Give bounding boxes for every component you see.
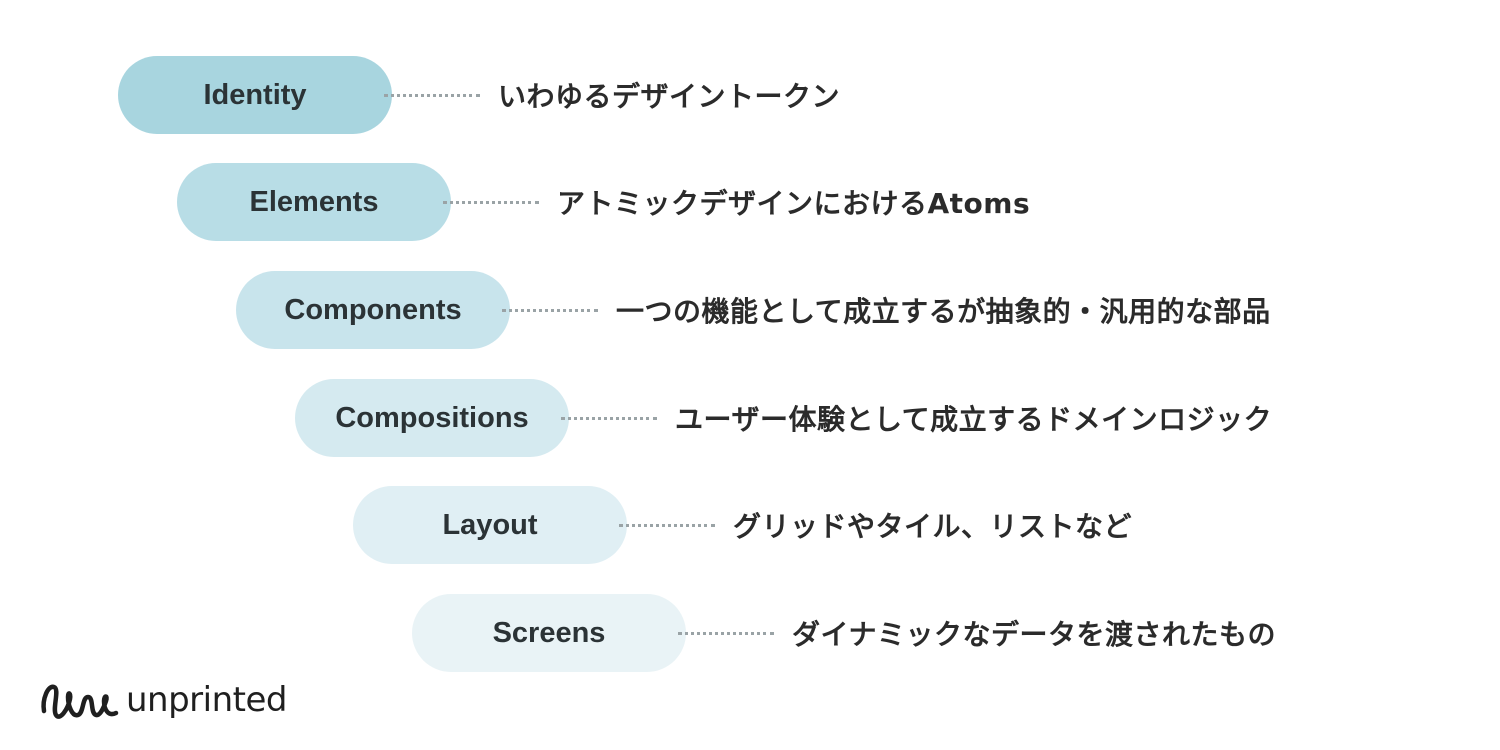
- dotted-connector: [619, 523, 715, 527]
- layer-pill-compositions: Compositions: [295, 379, 569, 457]
- unprinted-script-icon: [41, 684, 119, 719]
- layer-row-components: Components 一つの機能として成立するが抽象的・汎用的な部品: [236, 271, 1271, 349]
- layer-label-identity: Identity: [203, 78, 307, 111]
- layer-label-layout: Layout: [442, 508, 538, 541]
- dotted-connector: [561, 416, 657, 420]
- unprinted-logo: unprinted: [38, 672, 287, 728]
- layer-description-elements: アトミックデザインにおけるAtoms: [557, 187, 1031, 220]
- layer-pill-screens: Screens: [412, 594, 686, 672]
- layer-row-elements: Elements アトミックデザインにおけるAtoms: [177, 163, 1030, 241]
- layer-description-screens: ダイナミックなデータを渡されたもの: [792, 618, 1276, 651]
- layer-description-compositions: ユーザー体験として成立するドメインロジック: [675, 403, 1273, 436]
- layer-pill-identity: Identity: [118, 56, 392, 134]
- layer-row-screens: Screens ダイナミックなデータを渡されたもの: [412, 594, 1276, 672]
- layer-pill-layout: Layout: [353, 486, 627, 564]
- layer-row-layout: Layout グリッドやタイル、リストなど: [353, 486, 1132, 564]
- layer-label-elements: Elements: [249, 185, 379, 218]
- layer-label-components: Components: [284, 293, 462, 326]
- layer-description-components: 一つの機能として成立するが抽象的・汎用的な部品: [616, 295, 1271, 328]
- layer-row-compositions: Compositions ユーザー体験として成立するドメインロジック: [295, 379, 1272, 457]
- layer-label-compositions: Compositions: [335, 401, 529, 434]
- layer-pill-elements: Elements: [177, 163, 451, 241]
- layer-row-identity: Identity いわゆるデザイントークン: [118, 56, 840, 134]
- dotted-connector: [384, 93, 480, 97]
- logo-text: unprinted: [126, 680, 287, 720]
- dotted-connector: [502, 308, 598, 312]
- layer-label-screens: Screens: [492, 616, 606, 649]
- layer-pill-components: Components: [236, 271, 510, 349]
- layer-description-identity: いわゆるデザイントークン: [498, 80, 841, 113]
- dotted-connector: [443, 200, 539, 204]
- dotted-connector: [678, 631, 774, 635]
- layer-description-layout: グリッドやタイル、リストなど: [733, 510, 1133, 543]
